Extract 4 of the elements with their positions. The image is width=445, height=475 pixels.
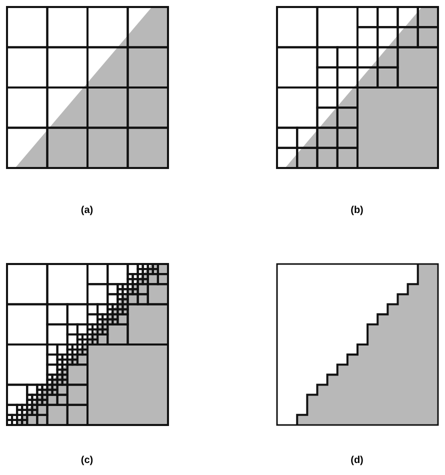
panel-label: (c) [80,455,94,466]
panel-label: (d) [350,455,364,466]
panel-label: (b) [350,205,364,216]
panel-label: (a) [80,205,94,216]
